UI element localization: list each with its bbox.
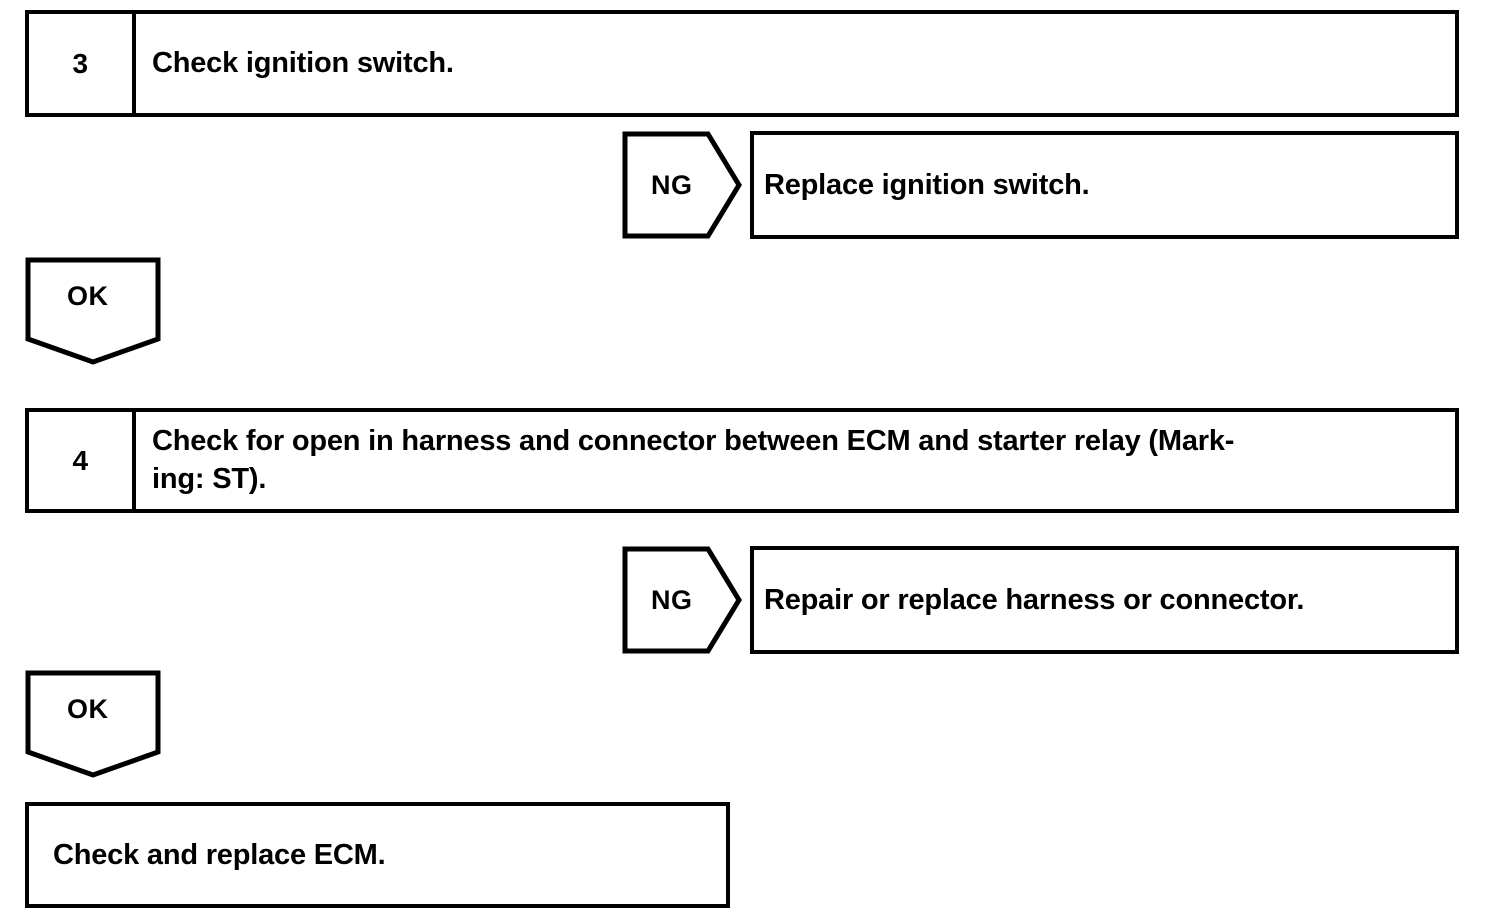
final-action-box: Check and replace ECM. <box>25 802 730 908</box>
ok-arrow-down-icon <box>25 257 161 365</box>
branch-ok-3-label: OK <box>67 281 109 311</box>
ng-chevron-icon <box>622 546 742 654</box>
final-action-box-text: Check and replace ECM. <box>53 838 386 871</box>
action-box-replace-ignition-switch-text: Replace ignition switch. <box>764 168 1090 201</box>
ok-arrow-down-icon <box>25 670 161 778</box>
step-box-3: 3 Check ignition switch. <box>25 10 1459 117</box>
step-instruction-3-line-1: Check ignition switch. <box>152 46 454 79</box>
step-box-4: 4 Check for open in harness and connecto… <box>25 408 1459 513</box>
branch-ng-3: NG <box>622 131 742 239</box>
step-instruction-4-line-1: Check for open in harness and connector … <box>152 425 1235 458</box>
ng-chevron-icon <box>622 131 742 239</box>
action-box-repair-harness-text: Repair or replace harness or connector. <box>764 583 1305 616</box>
branch-ng-3-label: NG <box>651 169 693 200</box>
step-number-4: 4 <box>29 412 136 509</box>
step-instruction-4-line-2: ing: ST). <box>152 462 267 495</box>
step-instruction-3: Check ignition switch. <box>152 14 1445 113</box>
action-box-replace-ignition-switch: Replace ignition switch. <box>750 131 1459 239</box>
branch-ok-4: OK <box>25 670 161 778</box>
step-number-3: 3 <box>29 14 136 113</box>
branch-ok-4-label: OK <box>67 694 109 724</box>
branch-ok-3: OK <box>25 257 161 365</box>
action-box-repair-harness: Repair or replace harness or connector. <box>750 546 1459 654</box>
branch-ng-4-label: NG <box>651 584 693 615</box>
branch-ng-4: NG <box>622 546 742 654</box>
step-instruction-4: Check for open in harness and connector … <box>152 412 1445 509</box>
